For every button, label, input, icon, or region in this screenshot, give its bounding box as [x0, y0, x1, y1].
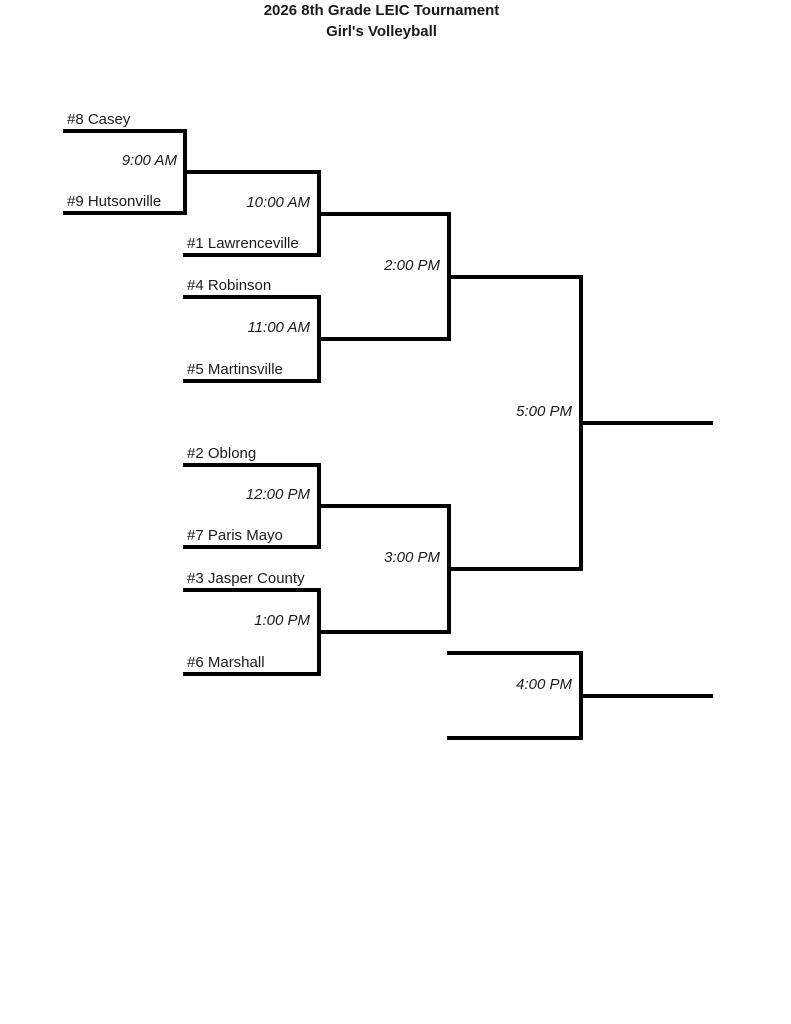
line-robinson: [183, 295, 321, 299]
match-time-championship: 5:00 PM: [516, 403, 572, 420]
team-label-oblong: #2 Oblong: [187, 445, 257, 462]
line-winner-championship: [579, 421, 713, 425]
team-label-marshall: #6 Marshall: [187, 654, 265, 671]
line-parismayo: [183, 545, 321, 549]
match-time-quarterfinal3: 12:00 PM: [245, 486, 310, 503]
line-winner-quarterfinal1: [317, 212, 451, 216]
line-lawrenceville: [183, 253, 321, 257]
match-time-semifinal2: 3:00 PM: [384, 549, 440, 566]
match-time-quarterfinal1: 10:00 AM: [246, 194, 310, 211]
match-time-quarterfinal4: 1:00 PM: [254, 612, 310, 629]
line-hutsonville: [63, 211, 187, 215]
team-label-lawrenceville: #1 Lawrenceville: [187, 235, 299, 252]
line-oblong: [183, 463, 321, 467]
line-winner-quarterfinal2: [317, 337, 451, 341]
match-time-semifinal1: 2:00 PM: [384, 257, 440, 274]
line-winner-quarterfinal4: [317, 630, 451, 634]
line-consolation-top: [447, 651, 583, 655]
team-label-parismayo: #7 Paris Mayo: [187, 527, 283, 544]
match-time-consolation: 4:00 PM: [516, 676, 572, 693]
line-marshall: [183, 672, 321, 676]
line-winner-quarterfinal3: [317, 504, 451, 508]
line-winner-semifinal1: [447, 275, 583, 279]
team-label-casey: #8 Casey: [67, 111, 131, 128]
line-jaspercounty: [183, 588, 321, 592]
match-time-playin: 9:00 AM: [121, 152, 177, 169]
team-label-martinsville: #5 Martinsville: [187, 361, 283, 378]
line-casey: [63, 129, 187, 133]
team-label-hutsonville: #9 Hutsonville: [67, 193, 162, 210]
line-winner-semifinal2: [447, 567, 583, 571]
team-label-robinson: #4 Robinson: [187, 277, 272, 294]
tournament-title-line2: Girl's Volleyball: [326, 23, 437, 40]
match-time-quarterfinal2: 11:00 AM: [247, 319, 310, 336]
team-label-jaspercounty: #3 Jasper County: [187, 570, 305, 587]
line-winner-playin: [183, 170, 321, 174]
tournament-title-line1: 2026 8th Grade LEIC Tournament: [263, 2, 500, 19]
line-winner-consolation: [579, 694, 713, 698]
line-consolation-bottom: [447, 736, 583, 740]
line-martinsville: [183, 379, 321, 383]
tournament-title: 2026 8th Grade LEIC Tournament Girl's Vo…: [0, 0, 763, 42]
